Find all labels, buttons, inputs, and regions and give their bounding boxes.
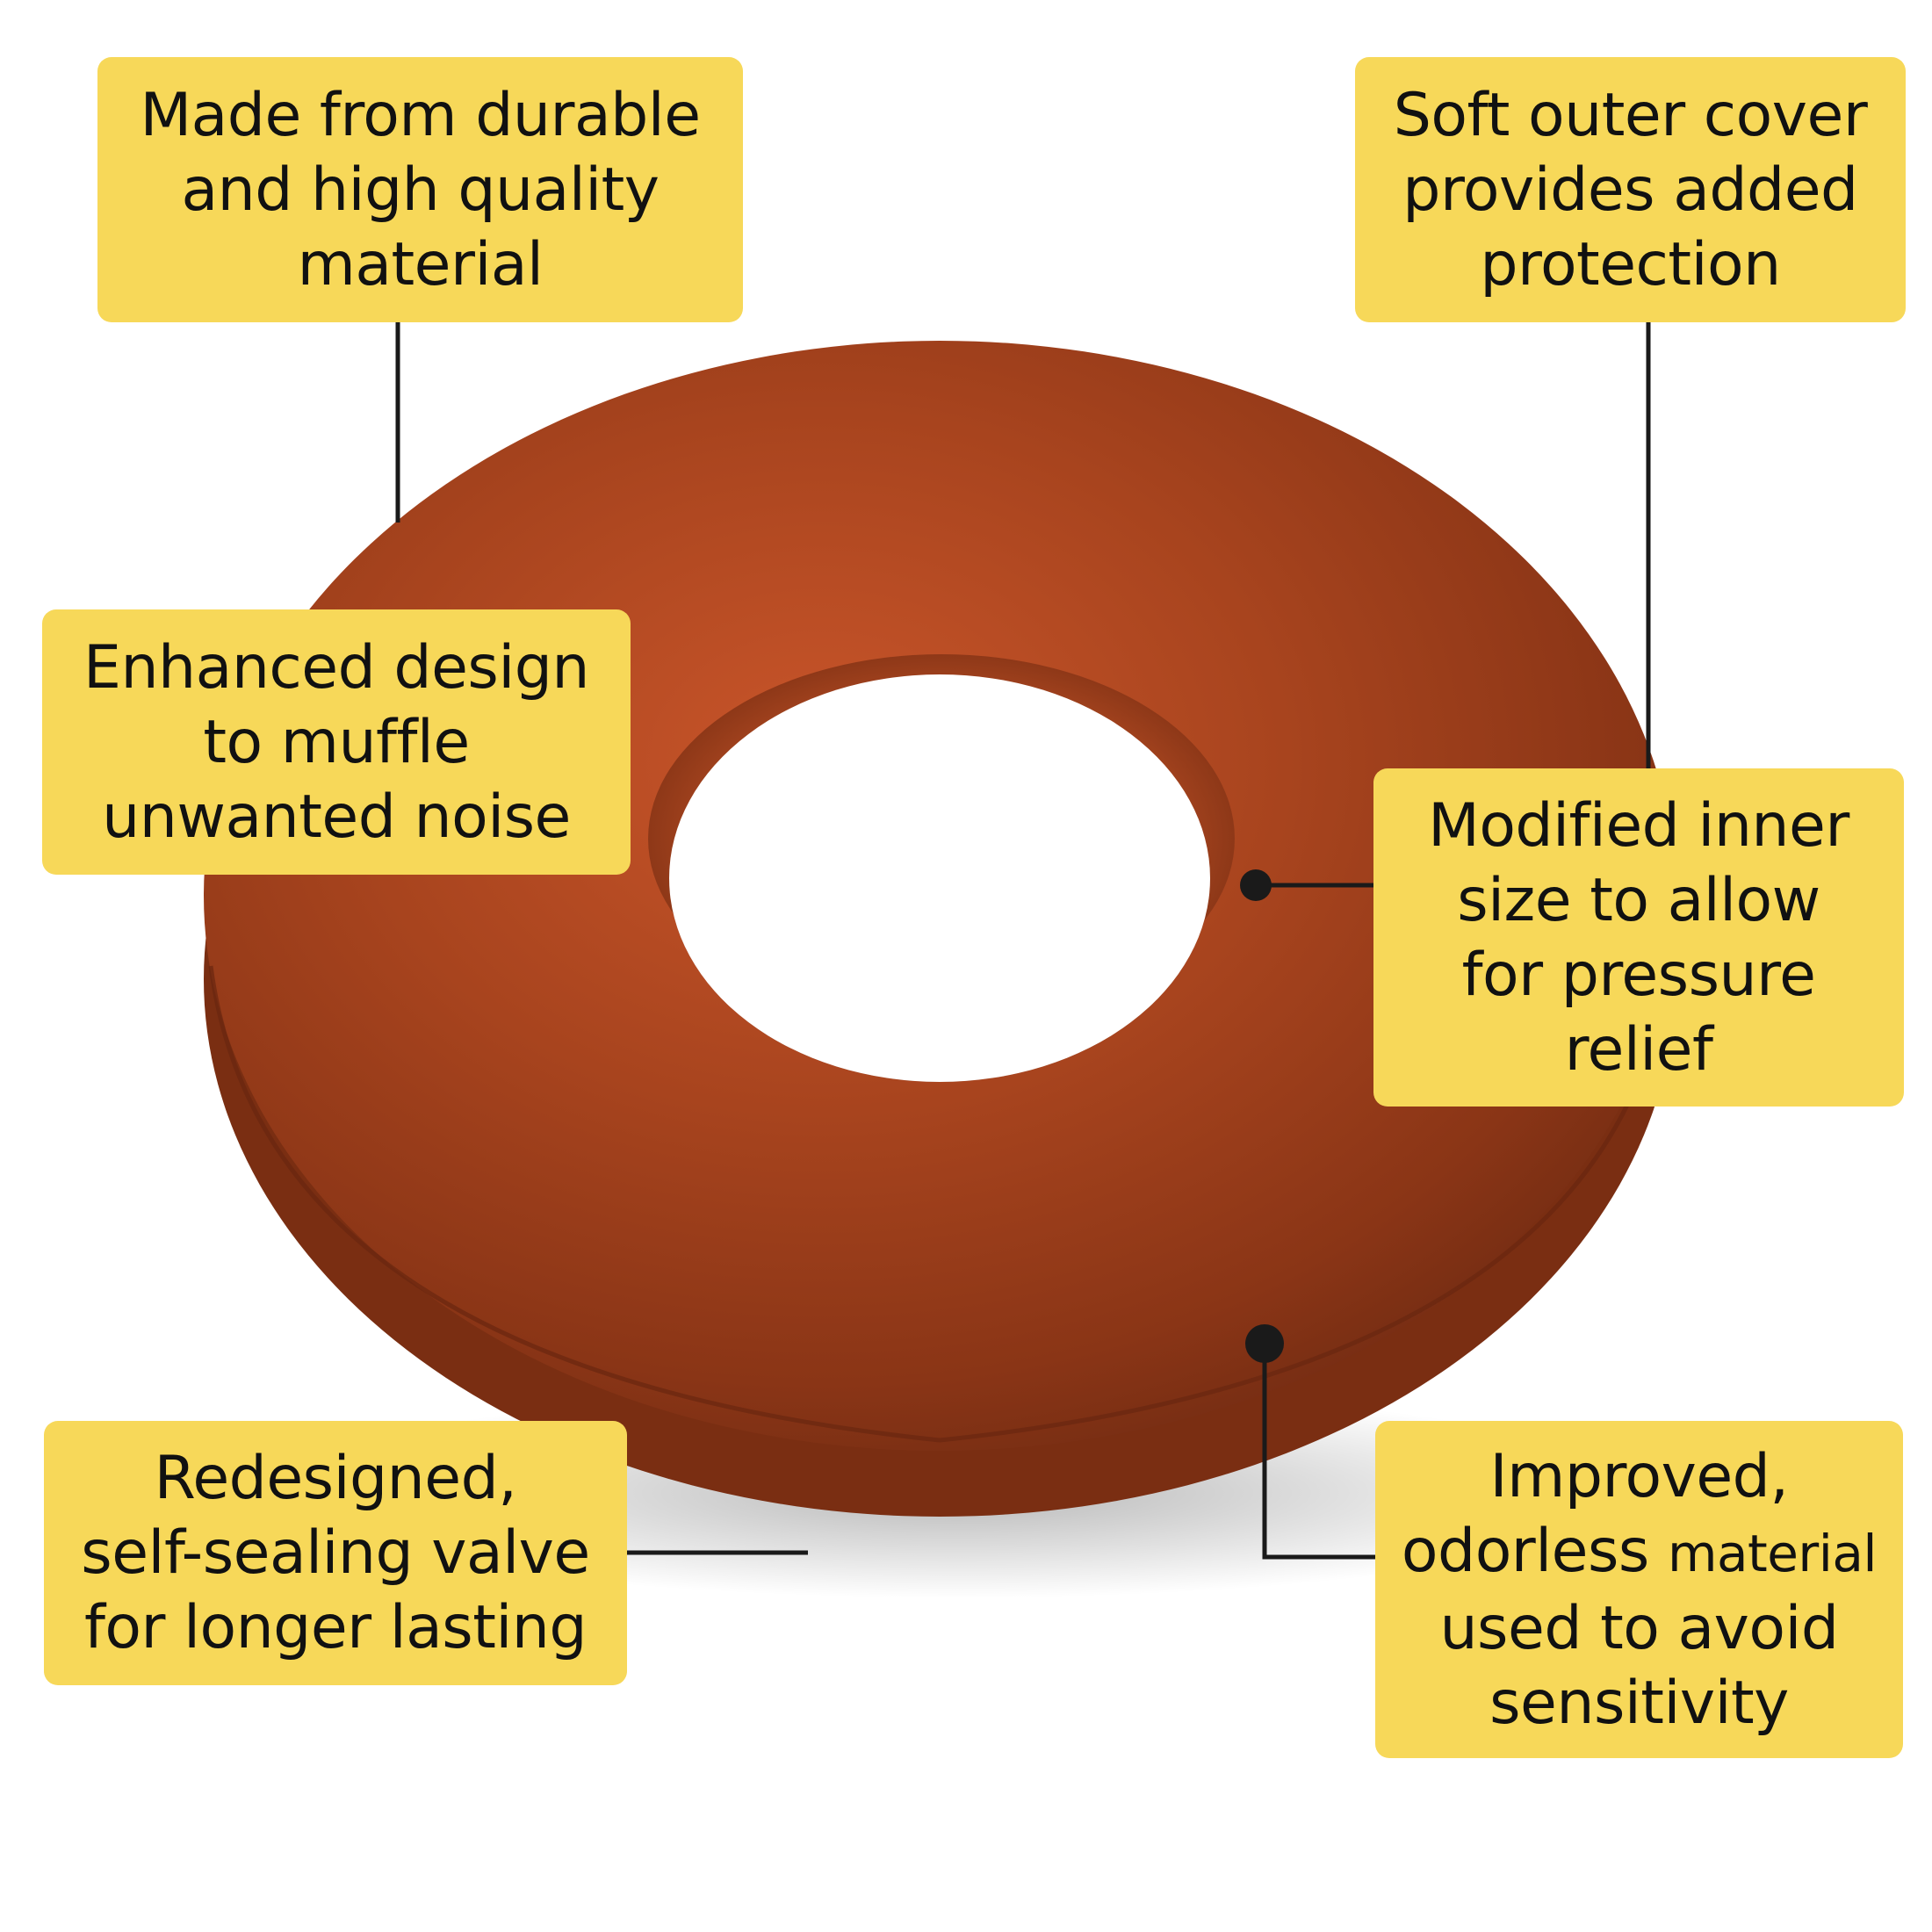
callout-text: protection — [1480, 229, 1781, 299]
callout-text: for longer lasting — [83, 1593, 588, 1662]
callout-odorless: Improved, odorless material used to avoi… — [1375, 1421, 1903, 1758]
callout-text: and high quality — [181, 155, 660, 225]
callout-text: unwanted noise — [102, 782, 571, 852]
marker-dot-bottom — [1245, 1324, 1284, 1363]
callout-durable-material: Made from durable and high quality mater… — [97, 57, 743, 322]
callout-text: used to avoid — [1439, 1593, 1839, 1663]
callout-inner-size: Modified inner size to allow for pressur… — [1373, 768, 1904, 1107]
callout-text: provides added — [1402, 155, 1858, 225]
callout-text: material — [297, 229, 544, 299]
callout-text: to muffle — [203, 707, 470, 777]
callout-text: relief — [1564, 1014, 1713, 1085]
callout-noise: Enhanced design to muffle unwanted noise — [42, 609, 631, 875]
callout-text-small: material — [1667, 1523, 1878, 1583]
callout-text: size to allow — [1457, 865, 1820, 935]
marker-dot-inner — [1240, 869, 1272, 901]
callout-text: Enhanced design — [83, 632, 590, 703]
callout-text: sensitivity — [1489, 1668, 1789, 1738]
callout-text-line: odorless material — [1401, 1514, 1878, 1591]
callout-text: Soft outer cover — [1393, 80, 1868, 150]
callout-text: odorless — [1401, 1516, 1649, 1586]
callout-text: Made from durable — [140, 80, 701, 150]
callout-valve: Redesigned, self-sealing valve for longe… — [44, 1421, 627, 1685]
callout-text: self-sealing valve — [81, 1518, 590, 1588]
callout-text: for pressure — [1461, 940, 1816, 1010]
callout-text: Improved, — [1489, 1441, 1789, 1511]
callout-text: Modified inner — [1428, 790, 1849, 861]
cushion-seam — [208, 965, 1671, 1443]
cushion-hole — [669, 674, 1210, 1082]
leader-line-odorless — [1262, 1344, 1375, 1560]
callout-text: Redesigned, — [154, 1444, 517, 1513]
callout-soft-cover: Soft outer cover provides added protecti… — [1355, 57, 1906, 322]
